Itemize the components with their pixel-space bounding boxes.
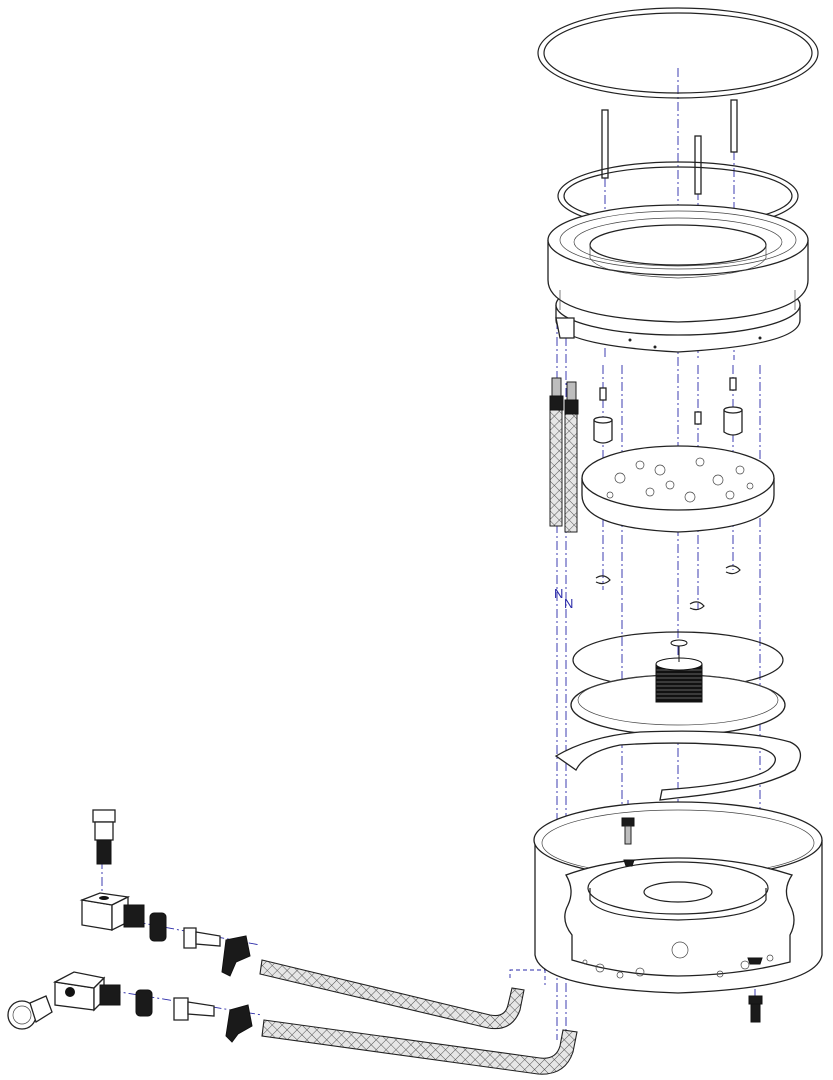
dowel-pins bbox=[601, 99, 738, 195]
manifold-plate bbox=[581, 445, 775, 533]
braided-hoses bbox=[259, 959, 578, 1075]
hose-callout-left: N bbox=[554, 586, 563, 601]
retaining-clips bbox=[595, 565, 741, 611]
flange-tab bbox=[555, 317, 575, 339]
upper-fitting-train bbox=[79, 809, 251, 977]
split-retaining-ring bbox=[554, 730, 802, 801]
hose-callout-right: N bbox=[564, 596, 573, 611]
diaphragm-discs bbox=[570, 631, 786, 736]
lower-fitting-train bbox=[7, 971, 253, 1043]
vertical-hose-pair bbox=[549, 377, 579, 533]
bolts bbox=[621, 817, 763, 1023]
upper-braided-hose bbox=[259, 959, 525, 1030]
hose-route-line bbox=[509, 969, 546, 985]
top-seal-ring bbox=[537, 7, 819, 99]
base-housing bbox=[533, 801, 823, 994]
dowel-pin-center bbox=[694, 135, 702, 195]
lower-braided-hose bbox=[261, 1019, 578, 1075]
dowel-pin-left bbox=[601, 109, 609, 179]
upper-housing bbox=[547, 204, 809, 353]
dowel-pin-right bbox=[730, 99, 738, 153]
connector-nut bbox=[92, 809, 116, 823]
